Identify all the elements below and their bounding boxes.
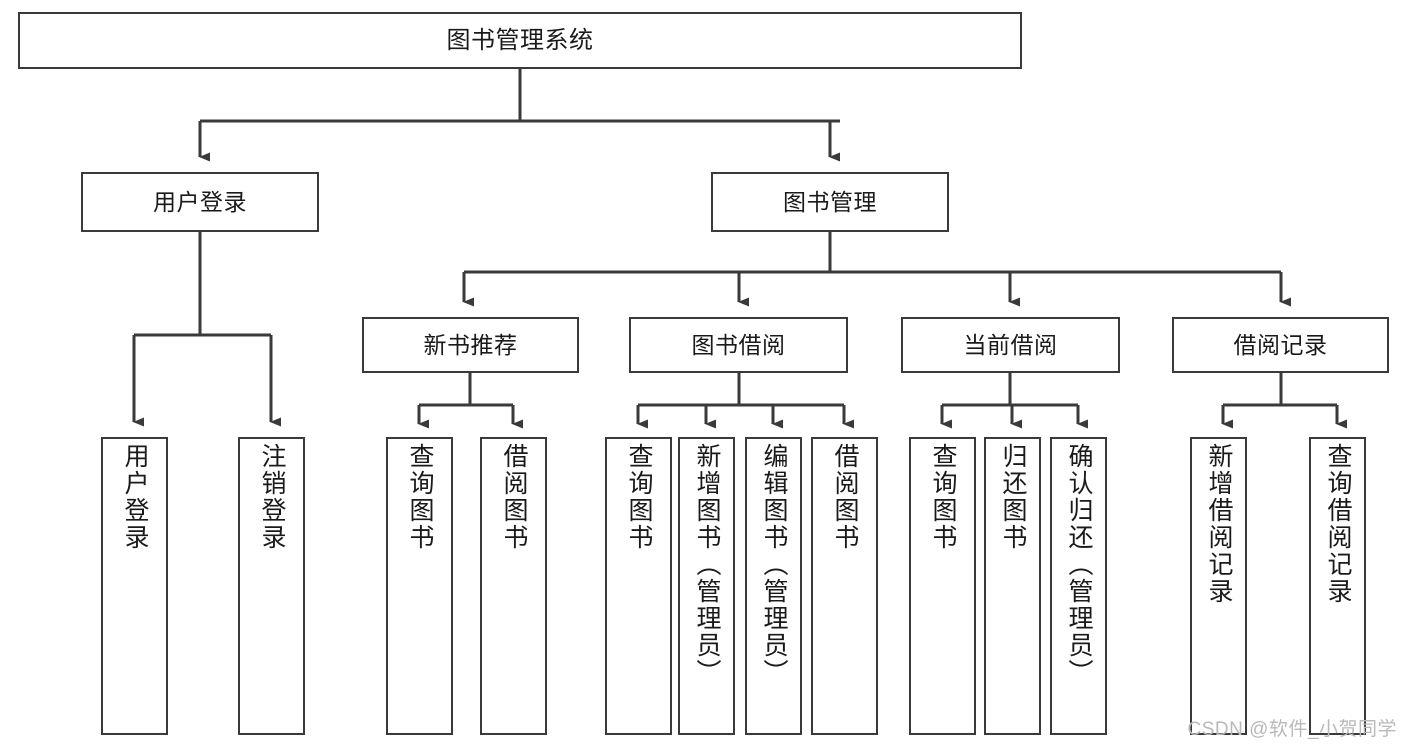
node-borrow-record-label: 借阅记录 [1233, 331, 1328, 358]
leaf-add-book-admin-label: 新增图书（管理员） [693, 443, 721, 686]
watermark: CSDN @软件_小贺同学 [1187, 719, 1397, 740]
node-book-borrow[interactable]: 图书借阅 [629, 317, 848, 373]
node-new-book-recommend[interactable]: 新书推荐 [362, 317, 579, 373]
node-book-management[interactable]: 图书管理 [711, 172, 949, 232]
leaf-confirm-return-admin-label: 确认归还（管理员） [1065, 443, 1093, 686]
node-book-borrow-label: 图书借阅 [691, 331, 786, 358]
leaf-edit-book-admin[interactable]: 编辑图书（管理员） [745, 437, 802, 735]
node-current-borrow[interactable]: 当前借阅 [901, 317, 1120, 373]
leaf-borrow-books[interactable]: 借阅图书 [811, 437, 878, 735]
leaf-borrow-books-label: 借阅图书 [831, 443, 859, 551]
node-borrow-record[interactable]: 借阅记录 [1172, 317, 1389, 373]
leaf-add-book-admin[interactable]: 新增图书（管理员） [678, 437, 735, 735]
node-root-label: 图书管理系统 [446, 26, 594, 54]
leaf-query-books-recommend-label: 查询图书 [406, 443, 434, 551]
leaf-query-books-borrow[interactable]: 查询图书 [605, 437, 672, 735]
leaf-logout[interactable]: 注销登录 [238, 437, 305, 735]
node-root[interactable]: 图书管理系统 [18, 12, 1022, 69]
leaf-borrow-books-recommend-label: 借阅图书 [500, 443, 528, 551]
leaf-query-books-recommend[interactable]: 查询图书 [386, 437, 453, 735]
leaf-query-borrow-record[interactable]: 查询借阅记录 [1309, 437, 1366, 735]
node-user-login-label: 用户登录 [153, 188, 247, 215]
leaf-logout-label: 注销登录 [258, 443, 286, 551]
node-current-borrow-label: 当前借阅 [963, 331, 1058, 358]
leaf-return-books-label: 归还图书 [999, 443, 1027, 551]
leaf-user-login[interactable]: 用户登录 [101, 437, 168, 735]
leaf-query-books-borrow-label: 查询图书 [625, 443, 653, 551]
leaf-add-borrow-record[interactable]: 新增借阅记录 [1190, 437, 1247, 735]
leaf-query-borrow-record-label: 查询借阅记录 [1324, 443, 1352, 605]
leaf-user-login-label: 用户登录 [121, 443, 149, 551]
leaf-query-books-current-label: 查询图书 [929, 443, 957, 551]
leaf-edit-book-admin-label: 编辑图书（管理员） [760, 443, 788, 686]
node-new-book-recommend-label: 新书推荐 [423, 331, 518, 358]
node-book-management-label: 图书管理 [783, 188, 877, 215]
node-user-login[interactable]: 用户登录 [81, 172, 319, 232]
leaf-add-borrow-record-label: 新增借阅记录 [1205, 443, 1233, 605]
leaf-confirm-return-admin[interactable]: 确认归还（管理员） [1050, 437, 1107, 735]
leaf-query-books-current[interactable]: 查询图书 [909, 437, 976, 735]
leaf-return-books[interactable]: 归还图书 [984, 437, 1041, 735]
leaf-borrow-books-recommend[interactable]: 借阅图书 [480, 437, 547, 735]
